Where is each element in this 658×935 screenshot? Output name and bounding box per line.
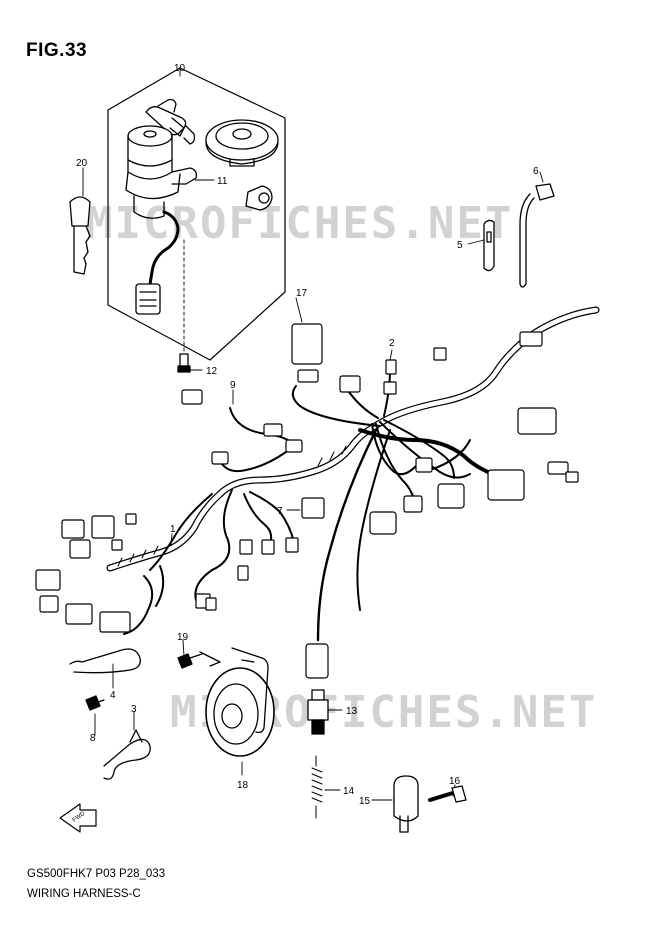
callout-3: 3 <box>131 704 137 715</box>
clamp-4 <box>69 648 141 674</box>
callout-9: 9 <box>230 380 236 391</box>
callout-10: 10 <box>174 63 186 74</box>
clamp-3 <box>103 729 151 780</box>
harness-connectors <box>35 323 579 679</box>
tie-strap-6 <box>519 183 555 288</box>
fuel-cap-lock <box>205 119 279 167</box>
callout-12: 12 <box>206 366 218 377</box>
callout-7: 7 <box>277 506 283 517</box>
screw-12 <box>177 353 191 373</box>
callout-17: 17 <box>296 288 308 299</box>
figure-caption: WIRING HARNESS-C <box>27 888 141 900</box>
bolt-8 <box>85 695 105 711</box>
bolt-16 <box>428 785 467 803</box>
oil-pressure-switch <box>307 689 329 735</box>
key <box>69 196 91 275</box>
callout-1: 1 <box>170 524 176 535</box>
callout-11: 11 <box>217 176 228 187</box>
callout-14: 14 <box>343 786 355 797</box>
forward-arrow-icon: FWD <box>59 803 97 833</box>
side-stand-switch <box>393 775 419 833</box>
callout-16: 16 <box>449 776 461 787</box>
spring <box>311 755 323 819</box>
callout-5: 5 <box>457 240 463 251</box>
main-harness <box>106 306 600 642</box>
watermark-top: MICROFICHES.NET <box>86 198 513 249</box>
callout-6: 6 <box>533 166 539 177</box>
callout-15: 15 <box>359 796 371 807</box>
clamp-5 <box>483 219 495 272</box>
seat-lock-cylinder <box>245 185 273 211</box>
callout-18: 18 <box>237 780 249 791</box>
figure-title: FIG.33 <box>26 40 88 61</box>
callout-8: 8 <box>90 733 96 744</box>
horn <box>199 647 275 757</box>
bolt-19 <box>177 653 203 669</box>
callout-19: 19 <box>177 632 189 643</box>
callout-20: 20 <box>76 158 88 169</box>
callout-2: 2 <box>389 338 395 349</box>
callout-4: 4 <box>110 690 116 701</box>
callout-13: 13 <box>346 706 358 717</box>
leader-lines <box>82 67 544 801</box>
ignition-switch <box>125 98 198 315</box>
model-code: GS500FHK7 P03 P28_033 <box>27 868 166 880</box>
